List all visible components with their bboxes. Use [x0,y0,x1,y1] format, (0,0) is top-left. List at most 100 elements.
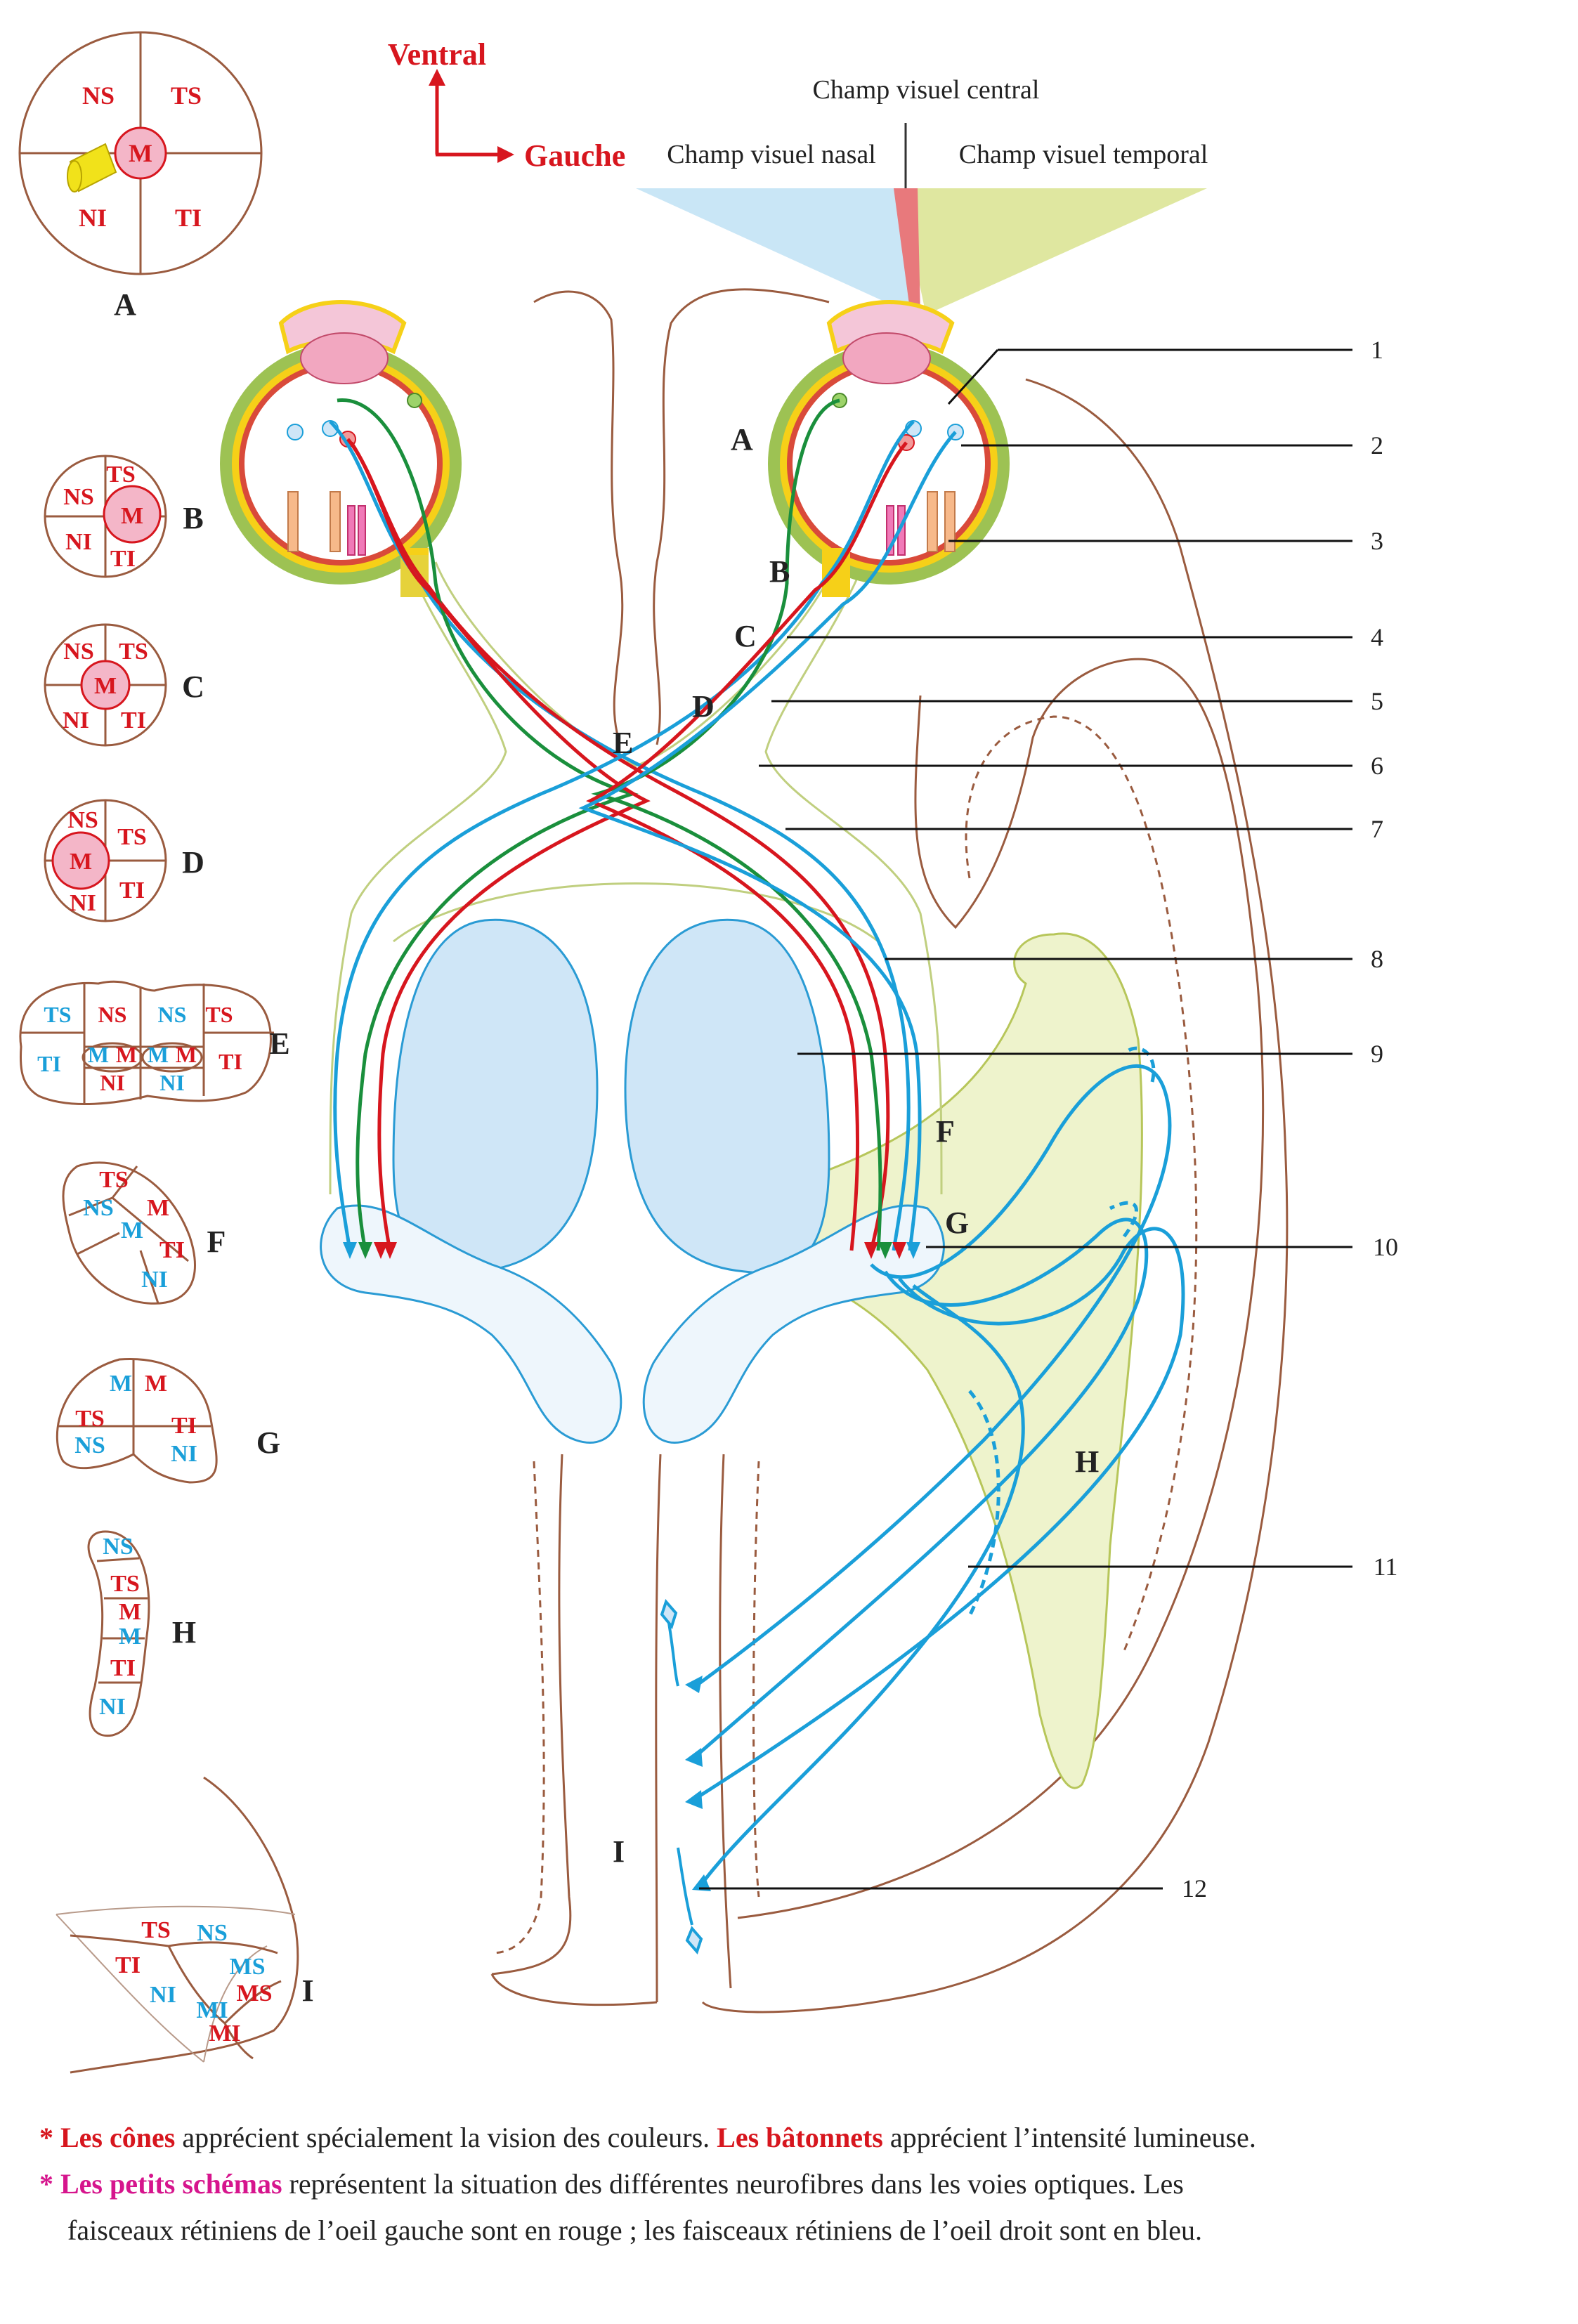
orientation-indicator: Ventral Gauche [388,37,625,173]
schemaA-letter: A [114,287,136,322]
note-1-bullet: * [39,2122,53,2153]
svg-text:NI: NI [141,1267,168,1293]
svg-text:B: B [183,501,203,535]
svg-text:M: M [147,1195,169,1221]
callout-4: 4 [1371,623,1383,651]
schema-E: TS NS TI M M NI NS TS M M NI TI E [19,980,290,1105]
svg-text:NI: NI [171,1441,197,1467]
callout-12: 12 [1182,1874,1207,1902]
left-lgn [320,1204,622,1444]
letter-E: E [613,726,633,760]
svg-text:M: M [121,1218,143,1243]
svg-text:NS: NS [63,484,93,510]
svg-text:H: H [172,1615,196,1650]
svg-text:TS: TS [99,1167,129,1193]
callout-11: 11 [1374,1553,1398,1581]
schema-D: NS TS NI TI M D [44,799,204,922]
svg-text:NS: NS [74,1432,105,1458]
schema-C: NS TS NI TI M C [44,623,204,747]
tract-arrowheads [343,1242,920,1259]
schemaA-TS: TS [171,81,202,110]
svg-text:TI: TI [110,546,136,572]
svg-text:TS: TS [75,1406,105,1432]
svg-text:NS: NS [158,1002,187,1027]
note-1: * Les cônes apprécient spécialement la v… [39,2115,1550,2161]
svg-text:NS: NS [83,1195,113,1221]
schemaA-TI: TI [175,204,202,232]
note-2-schemas: Les petits schémas [60,2168,282,2200]
svg-text:NS: NS [67,807,98,833]
svg-text:I: I [301,1973,313,2008]
svg-text:NS: NS [103,1534,133,1560]
svg-text:M: M [121,503,143,529]
nasal-field-label: Champ visuel nasal [667,140,876,169]
svg-text:C: C [182,670,204,704]
svg-text:E: E [269,1026,289,1061]
svg-text:M: M [119,1599,141,1625]
note-1-cones: Les cônes [60,2122,176,2153]
svg-text:NI: NI [63,707,89,733]
svg-text:D: D [182,845,204,880]
letter-C: C [734,619,757,653]
svg-text:NI: NI [70,890,96,916]
lateral-ventricles [392,918,830,1274]
svg-text:M: M [110,1371,132,1397]
schema-B: NS TS NI TI M B [44,455,204,578]
note-1-text-b: apprécient l’intensité lumineuse. [882,2122,1256,2153]
svg-text:TI: TI [119,877,145,903]
ventral-label: Ventral [388,37,486,72]
retinal-cells [287,393,964,556]
visual-pathway-diagram: Ventral Gauche Champ visuel central Cham… [18,31,1398,2074]
schema-H: NS TS M M TI NI H [87,1530,196,1737]
svg-text:TI: TI [121,707,146,733]
svg-text:M: M [94,673,117,699]
letter-H: H [1075,1444,1099,1479]
central-field-label: Champ visuel central [813,75,1040,105]
gauche-label: Gauche [524,138,625,173]
letter-B: B [769,554,790,589]
visual-field: Champ visuel central Champ visuel nasal … [636,75,1208,315]
svg-text:TS: TS [110,1571,140,1597]
callout-7: 7 [1371,815,1383,843]
svg-text:MI: MI [209,2021,240,2046]
svg-text:F: F [207,1225,226,1259]
svg-text:TS: TS [44,1002,71,1027]
svg-text:TI: TI [171,1413,197,1439]
svg-text:NI: NI [159,1070,185,1095]
callout-2: 2 [1371,431,1383,459]
note-3: faisceaux rétiniens de l’oeil gauche son… [67,2214,1202,2246]
svg-text:NI: NI [65,529,92,555]
footnotes: * Les cônes apprécient spécialement la v… [39,2115,1550,2254]
svg-text:NS: NS [197,1920,227,1946]
svg-text:MS: MS [237,1980,273,2006]
svg-text:M: M [176,1042,197,1067]
svg-text:TS: TS [141,1917,171,1943]
svg-text:TI: TI [110,1655,136,1681]
left-eye [220,300,462,597]
note-2-bullet: * [39,2168,53,2200]
callout-6: 6 [1371,752,1383,780]
callout-9: 9 [1371,1040,1383,1068]
svg-text:TS: TS [119,639,148,665]
letter-G: G [945,1206,969,1240]
cortex-arrowheads [685,1676,711,1891]
schema-A: NS TS NI TI M A [18,31,263,322]
svg-text:M: M [119,1624,141,1650]
right-lgn [642,1204,945,1444]
schemaA-M: M [129,139,152,167]
letter-D: D [692,689,715,724]
letter-F: F [936,1114,955,1149]
letter-A: A [731,422,753,457]
svg-text:M: M [70,849,92,875]
right-ventricle [624,918,830,1274]
svg-text:TI: TI [115,1952,141,1978]
note-1-batonnets: Les bâtonnets [717,2122,883,2153]
diagram-letters: A B C D E F G H I [613,422,1099,1869]
svg-text:TI: TI [159,1237,185,1263]
svg-text:M: M [116,1042,137,1067]
schema-F: TS NS M M TI NI F [62,1161,226,1305]
svg-text:TS: TS [205,1002,233,1027]
svg-text:TI: TI [219,1049,242,1074]
cortex-neurons [660,1599,703,1954]
note-1-text-a: apprécient spécialement la vision des co… [175,2122,717,2153]
